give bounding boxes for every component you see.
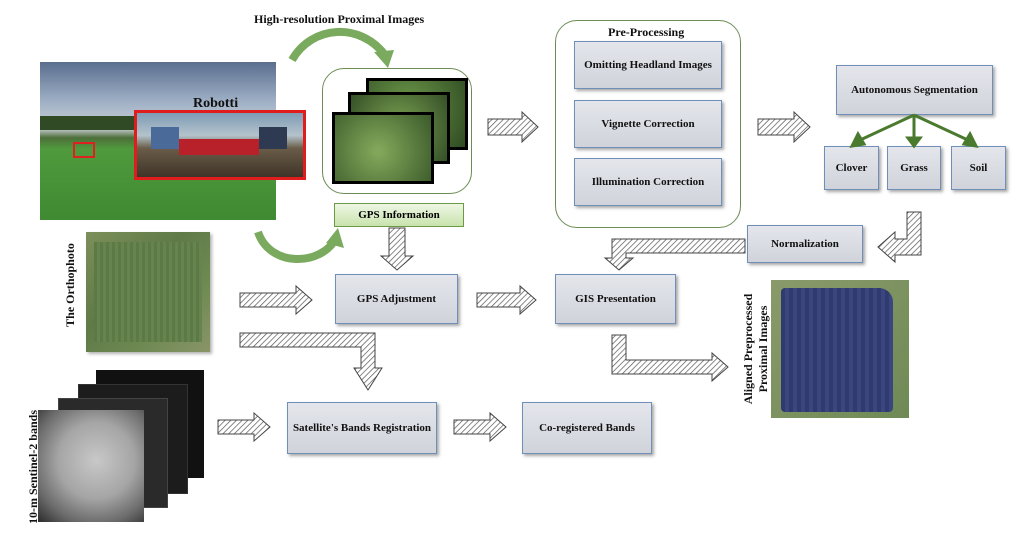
- arrow-ortho-to-registration: [239, 332, 383, 391]
- arrow-norm-to-gis: [603, 238, 746, 271]
- arrow-ortho-to-gps: [239, 284, 313, 316]
- clover-box: Clover: [824, 146, 879, 190]
- sentinel-band-1: [38, 410, 144, 522]
- arrow-preproc-to-seg: [757, 110, 811, 144]
- zoom-marker: [73, 142, 95, 158]
- arrow-gps-to-gis: [476, 284, 537, 316]
- arrow-gpsinfo-down: [379, 227, 415, 271]
- curved-arrow-bottom: [254, 230, 340, 263]
- robot-label: Robotti: [193, 96, 239, 111]
- curved-arrow-top-head: [374, 50, 394, 68]
- proximal-images-title: High-resolution Proximal Images: [254, 12, 425, 26]
- arrow-registration-to-coreg: [453, 411, 507, 443]
- coregistered-bands-box: Co-registered Bands: [522, 402, 652, 454]
- robot-closeup: [134, 110, 306, 180]
- aligned-images-map: [771, 280, 909, 418]
- gps-information-box: GPS Information: [334, 203, 464, 227]
- normalization-box: Normalization: [747, 225, 863, 263]
- grass-box: Grass: [887, 146, 941, 190]
- segmentation-tree: [849, 113, 979, 149]
- bands-registration-box: Satellite's Bands Registration: [287, 402, 437, 454]
- preprocessing-title: Pre-Processing: [608, 25, 685, 39]
- curved-arrow-top: [288, 28, 389, 63]
- gis-presentation-box: GIS Presentation: [555, 274, 676, 324]
- arrow-sentinel-to-registration: [217, 411, 271, 443]
- omitting-headland-box: Omitting Headland Images: [574, 41, 722, 89]
- proximal-image-1: [332, 112, 434, 184]
- autonomous-segmentation-box: Autonomous Segmentation: [836, 65, 993, 115]
- illumination-correction-box: Illumination Correction: [574, 158, 722, 206]
- curved-arrow-bottom-head: [326, 228, 344, 248]
- arrow-images-to-preproc: [487, 110, 539, 144]
- arrow-gis-to-aligned: [611, 334, 729, 383]
- vignette-correction-box: Vignette Correction: [574, 100, 722, 148]
- orthophoto-image: [86, 232, 210, 352]
- gps-adjustment-box: GPS Adjustment: [335, 274, 458, 324]
- soil-box: Soil: [951, 146, 1006, 190]
- arrow-seg-to-norm: [877, 211, 922, 264]
